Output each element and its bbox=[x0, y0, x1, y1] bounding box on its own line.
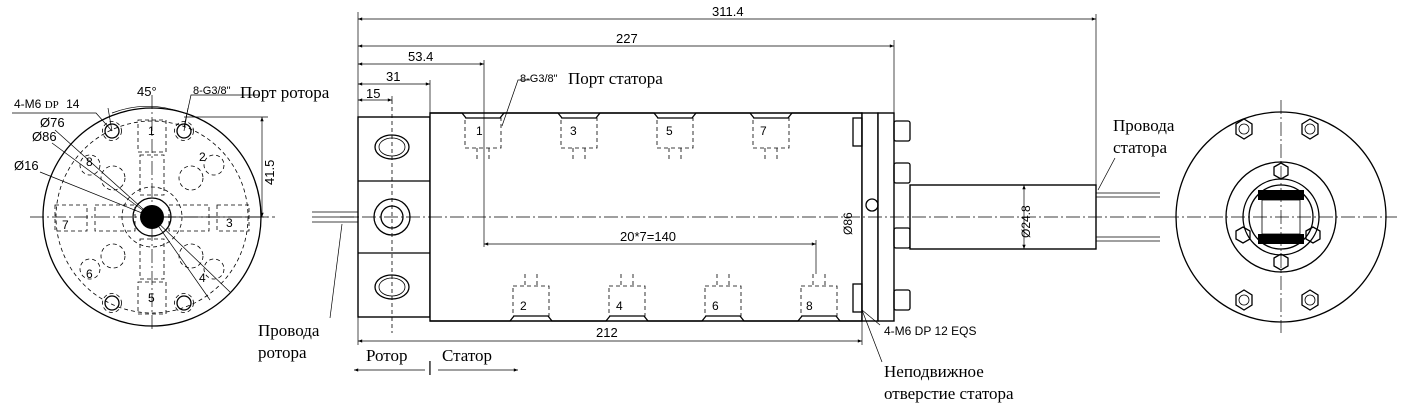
bottom-port-8: 8 bbox=[806, 299, 813, 313]
front-port-5: 5 bbox=[148, 291, 155, 305]
diag-port-4-outer bbox=[203, 258, 225, 280]
fixing-hole-bottom bbox=[852, 283, 863, 313]
dim-227: 227 bbox=[616, 31, 638, 46]
front-port-7: 7 bbox=[62, 218, 69, 232]
hex-bolt-tl bbox=[1235, 118, 1253, 140]
top-port-3: 3 bbox=[570, 124, 577, 138]
port-channel-3 bbox=[216, 204, 250, 232]
stator-port-7 bbox=[752, 117, 790, 160]
diag-port-8-outer bbox=[79, 154, 101, 176]
front-port-1: 1 bbox=[148, 124, 155, 138]
front-port-6: 6 bbox=[86, 267, 93, 281]
stator-wires-line1: Провода bbox=[1113, 116, 1175, 135]
dim-41-5: 41.5 bbox=[262, 160, 277, 185]
stator-port-6 bbox=[704, 274, 742, 317]
hex-bolt-tr bbox=[1301, 118, 1319, 140]
top-port-7: 7 bbox=[760, 124, 767, 138]
side-phi86: Ø86 bbox=[841, 212, 855, 235]
diag-port-6-outer bbox=[79, 258, 101, 280]
legend-separator: | bbox=[428, 359, 432, 376]
top-port-1: 1 bbox=[476, 124, 483, 138]
dim-15: 15 bbox=[366, 86, 380, 101]
front-port-4: 4 bbox=[199, 271, 206, 285]
mount-hole-tr bbox=[174, 121, 194, 141]
phi76-label: Ø76 bbox=[40, 115, 65, 130]
fixing-label-line2: отверстие статора bbox=[884, 384, 1014, 403]
hub-bolt-left bbox=[1235, 226, 1251, 244]
front-port-8: 8 bbox=[86, 155, 93, 169]
port-channel-5-inner bbox=[139, 238, 165, 280]
port-channel-7-inner bbox=[94, 204, 136, 232]
bottom-port-6: 6 bbox=[712, 299, 719, 313]
fixing-spec: 4-M6 DP 12 EQS bbox=[884, 324, 976, 338]
top-port-5: 5 bbox=[666, 124, 673, 138]
port-channel-5 bbox=[137, 281, 167, 315]
diag-port-4 bbox=[178, 243, 204, 269]
rotor-wires-line2: ротора bbox=[258, 343, 307, 362]
rear-wire-bar-bottom bbox=[1258, 234, 1304, 244]
dim-31: 31 bbox=[386, 69, 400, 84]
rotor-port-label: Порт ротора bbox=[240, 83, 330, 102]
bottom-port-2: 2 bbox=[520, 299, 527, 313]
hex-bolt-br bbox=[1301, 289, 1319, 311]
front-port-2: 2 bbox=[199, 150, 206, 164]
dim-53-4: 53.4 bbox=[408, 49, 433, 64]
angle-arc bbox=[111, 106, 185, 114]
stator-port-3 bbox=[560, 117, 598, 160]
dim-212: 212 bbox=[596, 325, 618, 340]
front-view: 1 2 3 4 5 6 7 8 45° 41.5 4-M6 DP 14 Ø76 … bbox=[12, 83, 330, 330]
fixing-label-line1: Неподвижное bbox=[884, 362, 984, 381]
diag-port-2 bbox=[178, 165, 204, 191]
rotor-legend: Ротор bbox=[366, 346, 408, 365]
screw-head-4 bbox=[893, 289, 911, 311]
screw-head-3 bbox=[893, 227, 911, 249]
stator-port-label: Порт статора bbox=[568, 69, 663, 88]
mount-hole-br bbox=[174, 293, 194, 313]
mount-hole-bl bbox=[102, 293, 122, 313]
stator-port-2 bbox=[512, 274, 550, 317]
hub-bolt-bottom bbox=[1273, 253, 1289, 271]
holes-label: 4-M6 DP 14 bbox=[14, 97, 80, 111]
dim-311-4: 311.4 bbox=[712, 4, 744, 19]
stator-port-1 bbox=[464, 117, 502, 160]
flange-pin bbox=[865, 198, 879, 212]
dim-pitch: 20*7=140 bbox=[620, 229, 676, 244]
phi86-label: Ø86 bbox=[32, 129, 57, 144]
mount-hole-tl bbox=[102, 121, 122, 141]
stator-port-spec: 8-G3/8" bbox=[520, 73, 558, 85]
hub-bolt-right bbox=[1305, 226, 1321, 244]
side-view: 1 3 5 7 2 4 6 8 Ø86 Ø24.8 bbox=[258, 4, 1175, 403]
screw-head-1 bbox=[893, 120, 911, 142]
port-channel-1 bbox=[137, 119, 167, 153]
rear-wire-bar-top bbox=[1258, 190, 1304, 200]
rotor-wires-line1: Провода bbox=[258, 321, 320, 340]
port-channel-1-inner bbox=[139, 154, 165, 196]
hex-bolt-bl bbox=[1235, 289, 1253, 311]
phi16-label: Ø16 bbox=[14, 158, 39, 173]
rear-view bbox=[1165, 100, 1397, 333]
diag-port-6 bbox=[100, 243, 126, 269]
diag-port-2-outer bbox=[203, 154, 225, 176]
diag-port-8 bbox=[100, 165, 126, 191]
angle-label: 45° bbox=[137, 84, 157, 99]
dim-phi24-8: Ø24.8 bbox=[1019, 205, 1033, 238]
stator-wires-line2: статора bbox=[1113, 138, 1167, 157]
fixing-hole-top bbox=[852, 117, 863, 147]
stator-legend: Статор bbox=[442, 346, 492, 365]
front-port-3: 3 bbox=[226, 216, 233, 230]
stator-port-8 bbox=[800, 274, 838, 317]
bottom-port-4: 4 bbox=[616, 299, 623, 313]
stator-port-5 bbox=[656, 117, 694, 160]
port-channel-3-inner bbox=[168, 204, 210, 232]
hub-bolt-top bbox=[1273, 162, 1289, 180]
port-channel-7 bbox=[54, 204, 88, 232]
rotor-port-spec: 8-G3/8" bbox=[193, 85, 231, 97]
screw-head-2 bbox=[893, 162, 911, 184]
stator-port-4 bbox=[608, 274, 646, 317]
